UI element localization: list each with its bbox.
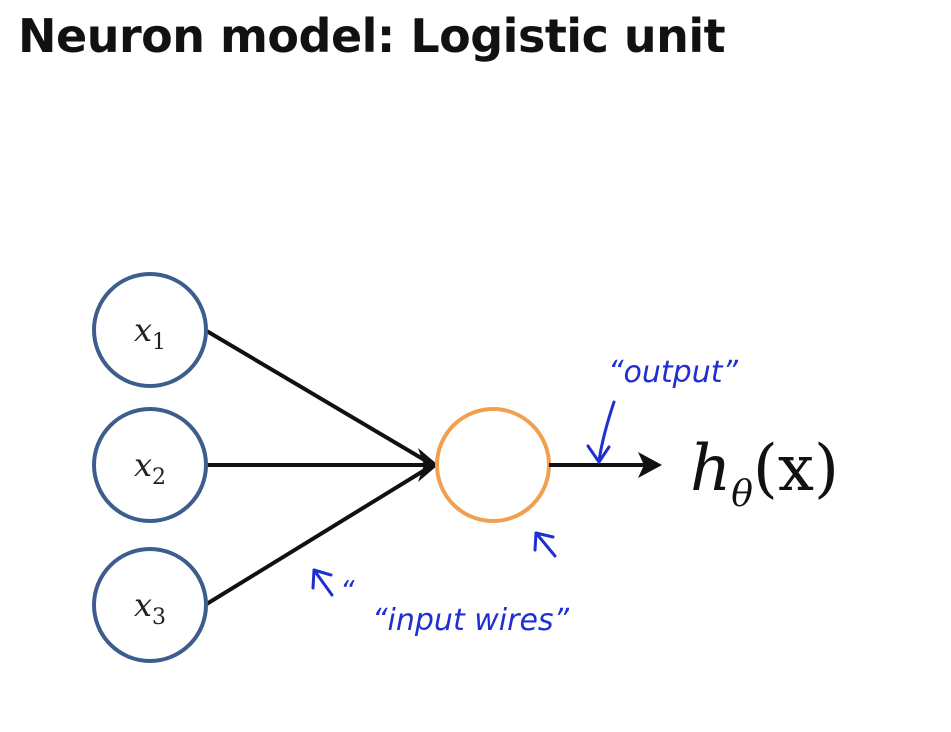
input-node-1-circle xyxy=(92,272,208,388)
input-node-3-circle xyxy=(92,547,208,663)
output-annotation-text: “output” xyxy=(608,355,738,390)
input-node-3: x3 xyxy=(92,547,208,663)
input-wires-annotation: “ “input wires” xyxy=(311,531,570,638)
input-wires-annotation-text: “input wires” xyxy=(372,603,570,638)
logistic-unit-node xyxy=(435,407,551,523)
output-annotation: “output” xyxy=(586,355,738,464)
input-node-1: x1 xyxy=(92,272,208,388)
input-wires-annotation-arrow-2 xyxy=(533,531,557,558)
input-node-2: x2 xyxy=(92,407,208,523)
input-wire-3 xyxy=(203,463,435,607)
input-wires-annotation-arrow xyxy=(311,568,334,597)
output-arrowhead xyxy=(638,452,662,478)
wire-junction-arrowhead xyxy=(418,448,438,482)
output-hypothesis: hθ(x) xyxy=(690,432,839,515)
input-wire-1 xyxy=(203,328,435,467)
input-wires xyxy=(203,328,438,607)
input-wires-quote: “ xyxy=(340,574,355,607)
input-node-3-label: x3 xyxy=(134,586,166,630)
slide-title: Neuron model: Logistic unit xyxy=(18,9,726,63)
input-node-1-label: x1 xyxy=(134,311,166,355)
input-node-2-circle xyxy=(92,407,208,523)
input-node-2-label: x2 xyxy=(134,446,166,490)
output-annotation-arrow xyxy=(586,400,616,464)
